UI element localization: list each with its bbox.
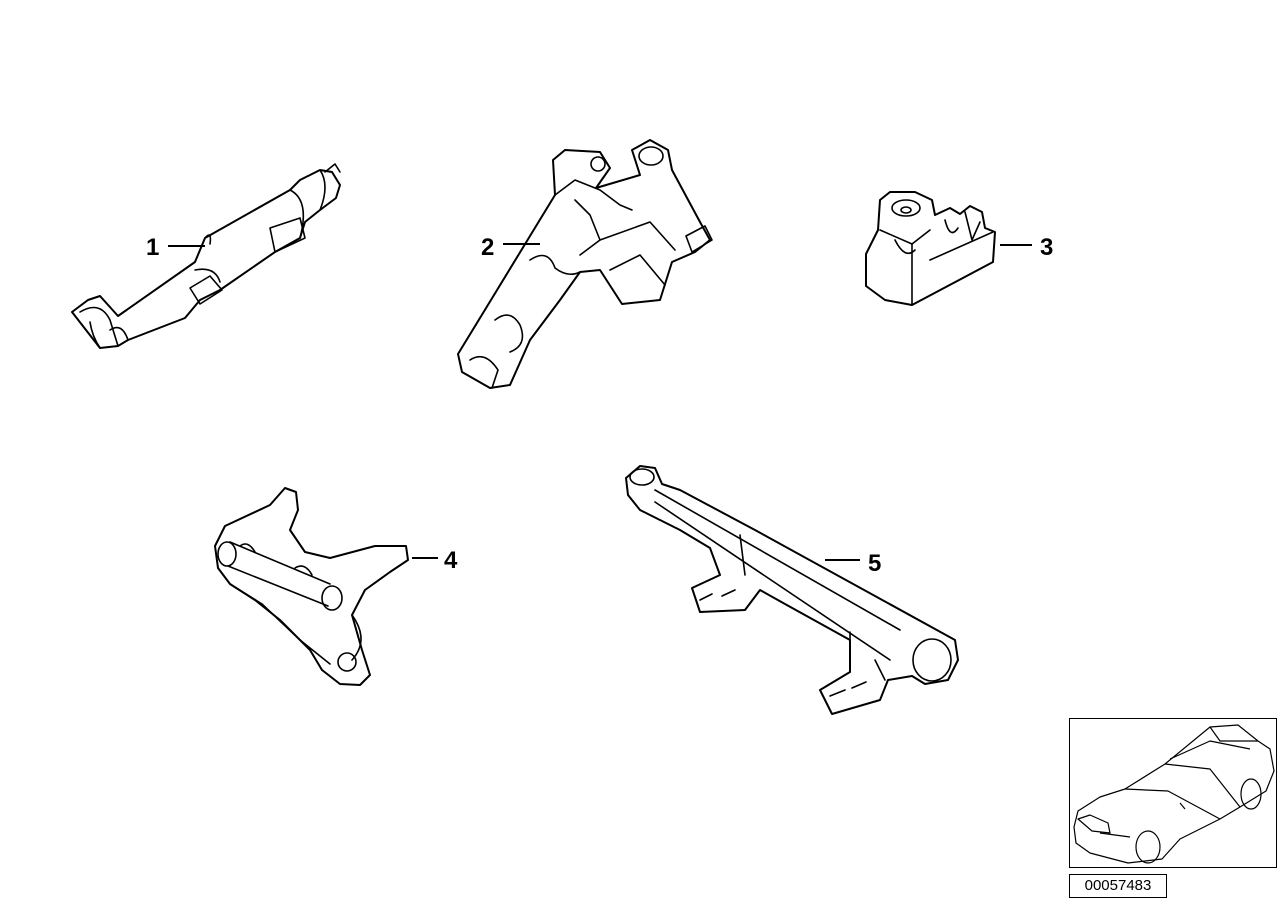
car-icon xyxy=(1073,724,1275,864)
part-1-drawing[interactable] xyxy=(71,163,341,349)
callout-1-label[interactable]: 1 xyxy=(146,234,159,261)
part-3-drawing[interactable] xyxy=(865,191,996,306)
callout-4-label[interactable]: 4 xyxy=(444,547,458,574)
callout-2-label[interactable]: 2 xyxy=(481,234,494,261)
part-2-drawing[interactable] xyxy=(457,139,713,389)
part-5-drawing[interactable] xyxy=(625,465,959,715)
diagram-id-label: 00057483 xyxy=(1069,874,1167,898)
part-4-drawing[interactable] xyxy=(214,487,409,686)
car-thumbnail xyxy=(1069,718,1277,868)
callout-3-label[interactable]: 3 xyxy=(1040,234,1053,261)
callout-5-label[interactable]: 5 xyxy=(868,550,881,577)
